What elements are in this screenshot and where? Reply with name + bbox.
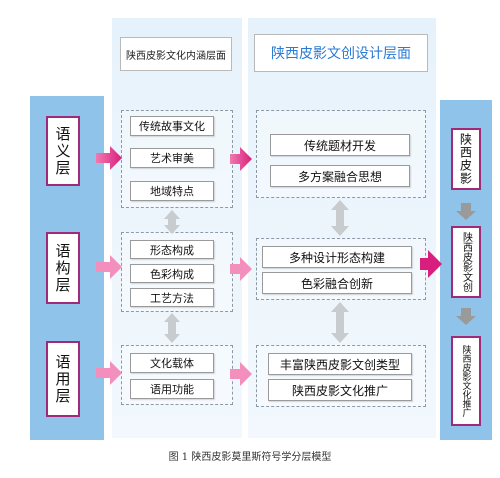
figure-caption: 图 1 陕西皮影莫里斯符号学分层模型 [168, 452, 332, 463]
right-arrow-icon [230, 257, 252, 281]
right-arrow-icon [96, 361, 122, 385]
double-arrow-icon [164, 210, 180, 234]
design-item: 陕西皮影文化推广 [268, 379, 412, 401]
culture-item: 工艺方法 [130, 288, 214, 307]
level-pragmatic: 语用层 [46, 341, 80, 417]
right-arrow-icon [230, 147, 252, 171]
design-header-label: 陕西皮影文创设计层面 [271, 46, 411, 62]
output-cultural-creative: 陕西皮影文创 [451, 226, 481, 298]
design-item: 多方案融合思想 [270, 165, 410, 187]
culture-header-label: 陕西皮影文化内涵层面 [126, 50, 226, 62]
design-item: 多种设计形态构建 [262, 246, 412, 268]
right-arrow-icon [230, 362, 252, 386]
design-item: 色彩融合创新 [262, 272, 412, 294]
culture-item: 色彩构成 [130, 264, 214, 283]
right-arrow-icon [96, 146, 122, 170]
level-semantic: 语义层 [46, 116, 80, 186]
down-arrow-icon [456, 203, 476, 220]
double-arrow-icon [331, 302, 349, 343]
right-arrow-icon [420, 250, 442, 278]
right-arrow-icon [96, 255, 122, 279]
culture-item: 形态构成 [130, 240, 214, 259]
output-promotion: 陕西皮影文化推广 [451, 336, 481, 426]
culture-item: 语用功能 [130, 379, 214, 399]
culture-header: 陕西皮影文化内涵层面 [120, 37, 232, 71]
down-arrow-icon [456, 308, 476, 325]
culture-item: 文化载体 [130, 353, 214, 373]
design-item: 丰富陕西皮影文创类型 [268, 353, 412, 375]
design-header: 陕西皮影文创设计层面 [254, 34, 428, 72]
culture-item: 传统故事文化 [130, 116, 214, 136]
level-syntactic: 语构层 [46, 232, 80, 304]
double-arrow-icon [331, 200, 349, 236]
culture-item: 艺术审美 [130, 148, 214, 168]
design-item: 传统题材开发 [270, 134, 410, 156]
culture-item: 地域特点 [130, 181, 214, 201]
output-shadow-play: 陕西皮影 [451, 128, 481, 190]
double-arrow-icon [164, 313, 180, 343]
